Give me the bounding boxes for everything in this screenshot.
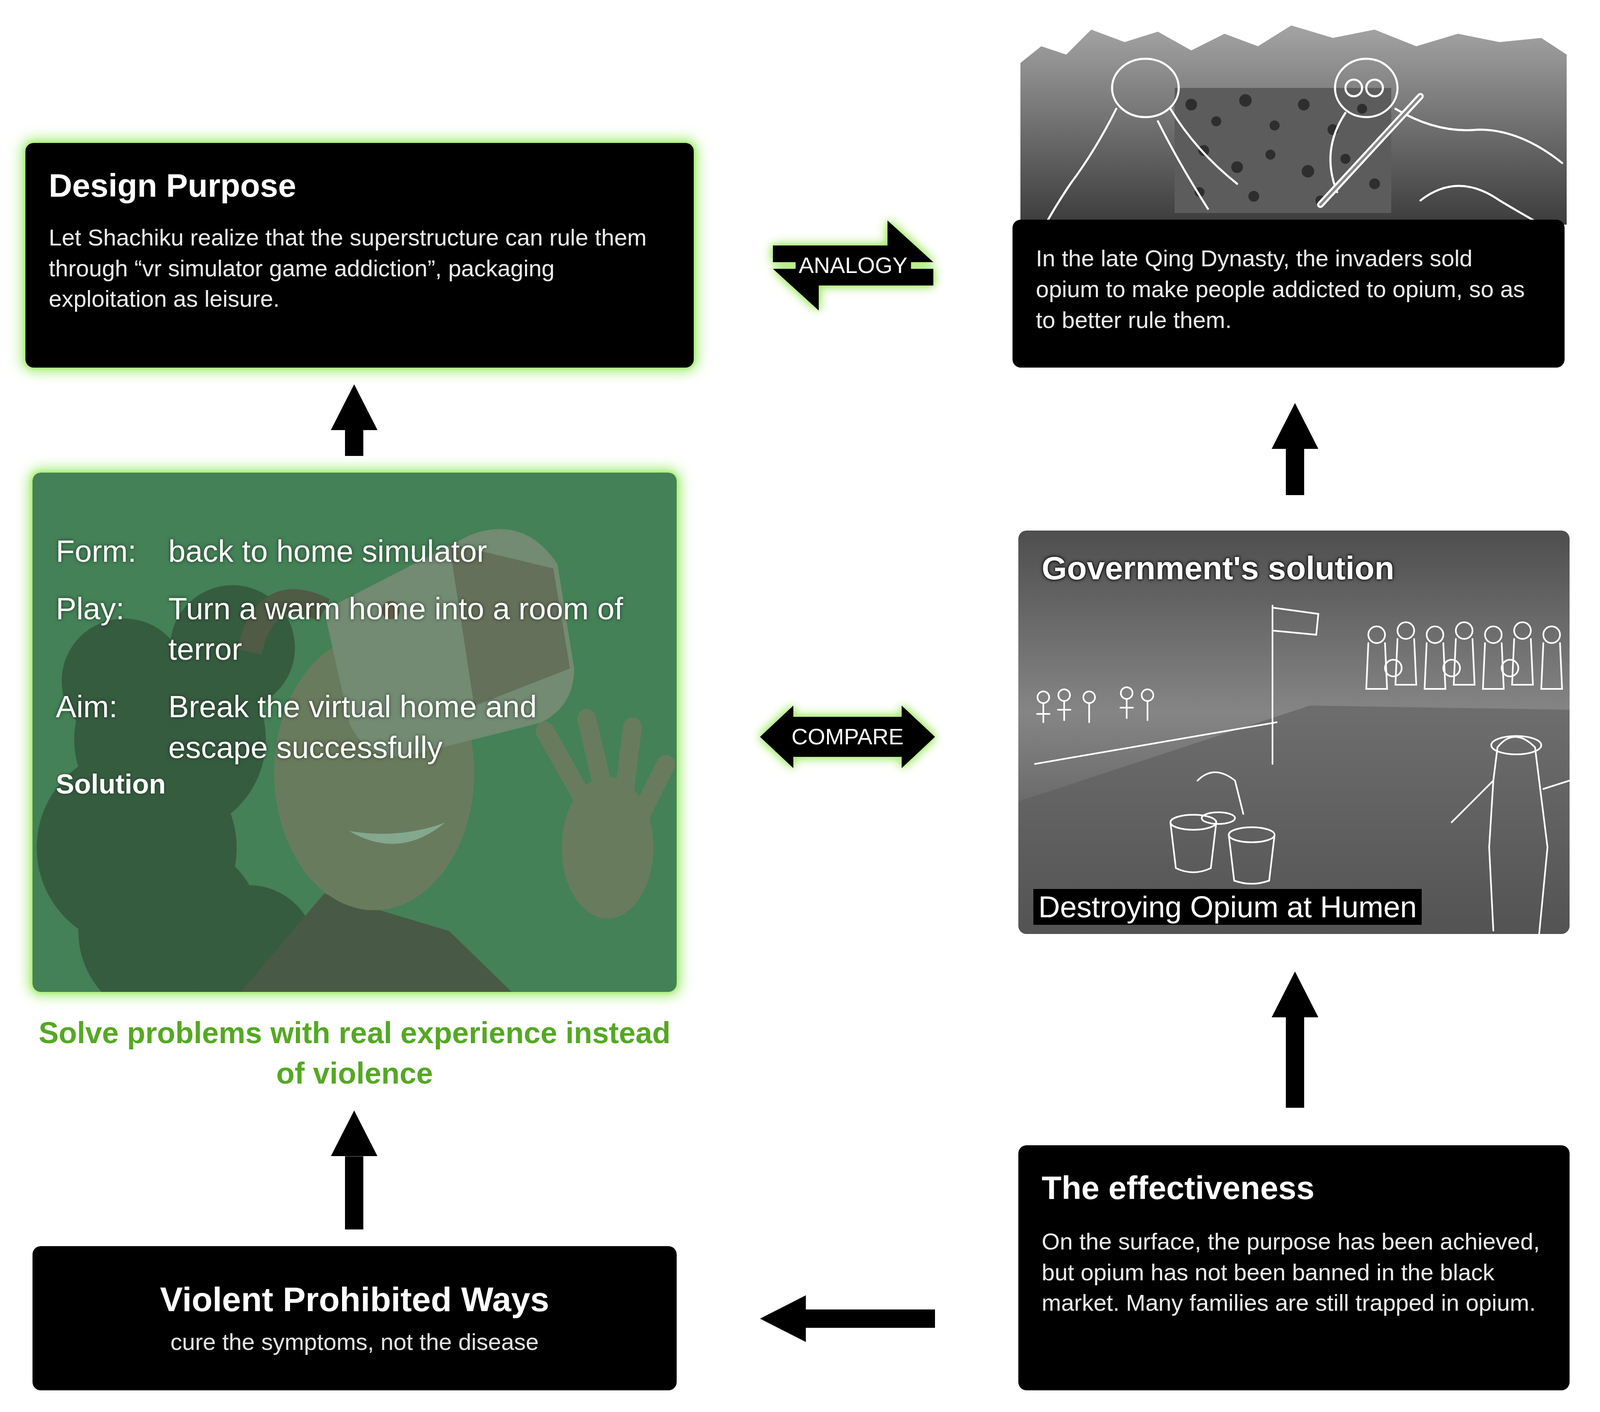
solution-grid: Form:back to home simulatorPlay:Turn a w… (55, 530, 654, 768)
solution-box: Form:back to home simulatorPlay:Turn a w… (32, 472, 677, 1094)
solution-caption: Solve problems with real experience inst… (32, 1012, 677, 1094)
box-subtitle: cure the symptoms, not the disease (170, 1326, 539, 1358)
field-value: back to home simulator (168, 530, 627, 572)
arrow-line (805, 1309, 935, 1328)
box-heading: The effectiveness (1041, 1168, 1547, 1208)
history-box: In the late Qing Dynasty, the invaders s… (1012, 219, 1565, 368)
government-box: Government's solutionDestroying Opium at… (1018, 530, 1570, 934)
edge-label: ANALOGY (795, 252, 911, 278)
violent-ways-box: Violent Prohibited Ways cure the symptoms… (32, 1245, 677, 1390)
flow-arrow (1295, 1017, 1296, 1108)
design-purpose-box: Design PurposeLet Shachiku realize that … (25, 142, 694, 368)
box-heading: Solution (55, 767, 654, 801)
field-label: Play: (55, 588, 169, 670)
box-body: On the surface, the purpose has been ach… (1041, 1225, 1547, 1319)
flow-arrow (805, 1318, 935, 1319)
arrow-line (345, 1155, 364, 1230)
analogy-arrow (772, 220, 934, 311)
box-heading: Violent Prohibited Ways (160, 1278, 550, 1320)
arrow-line (1285, 448, 1305, 495)
box-heading: Government's solution (1041, 548, 1547, 588)
box-body: Let Shachiku realize that the superstruc… (48, 222, 671, 315)
box-body: In the late Qing Dynasty, the invaders s… (1035, 242, 1542, 336)
humen-illustration (1018, 530, 1570, 934)
field-value: Break the virtual home and escape succes… (168, 686, 627, 768)
solution-panel: Form:back to home simulatorPlay:Turn a w… (32, 472, 677, 992)
arrow-line (345, 430, 364, 456)
vr-photo (32, 472, 677, 992)
field-value: Turn a warm home into a room of terror (168, 588, 627, 670)
arrow-line (1285, 1017, 1305, 1108)
box-heading: Design Purpose (48, 166, 671, 206)
effectiveness-box: The effectiveness On the surface, the pur… (1018, 1145, 1570, 1390)
flow-arrow (354, 1155, 355, 1230)
opium-illustration (1020, 25, 1567, 225)
flow-arrow (354, 430, 355, 456)
field-label: Form: (55, 530, 169, 572)
field-label: Aim: (55, 686, 169, 768)
flow-arrow (1295, 448, 1296, 495)
edge-label: COMPARE (787, 724, 907, 749)
image-caption: Destroying Opium at Humen (1033, 888, 1422, 925)
